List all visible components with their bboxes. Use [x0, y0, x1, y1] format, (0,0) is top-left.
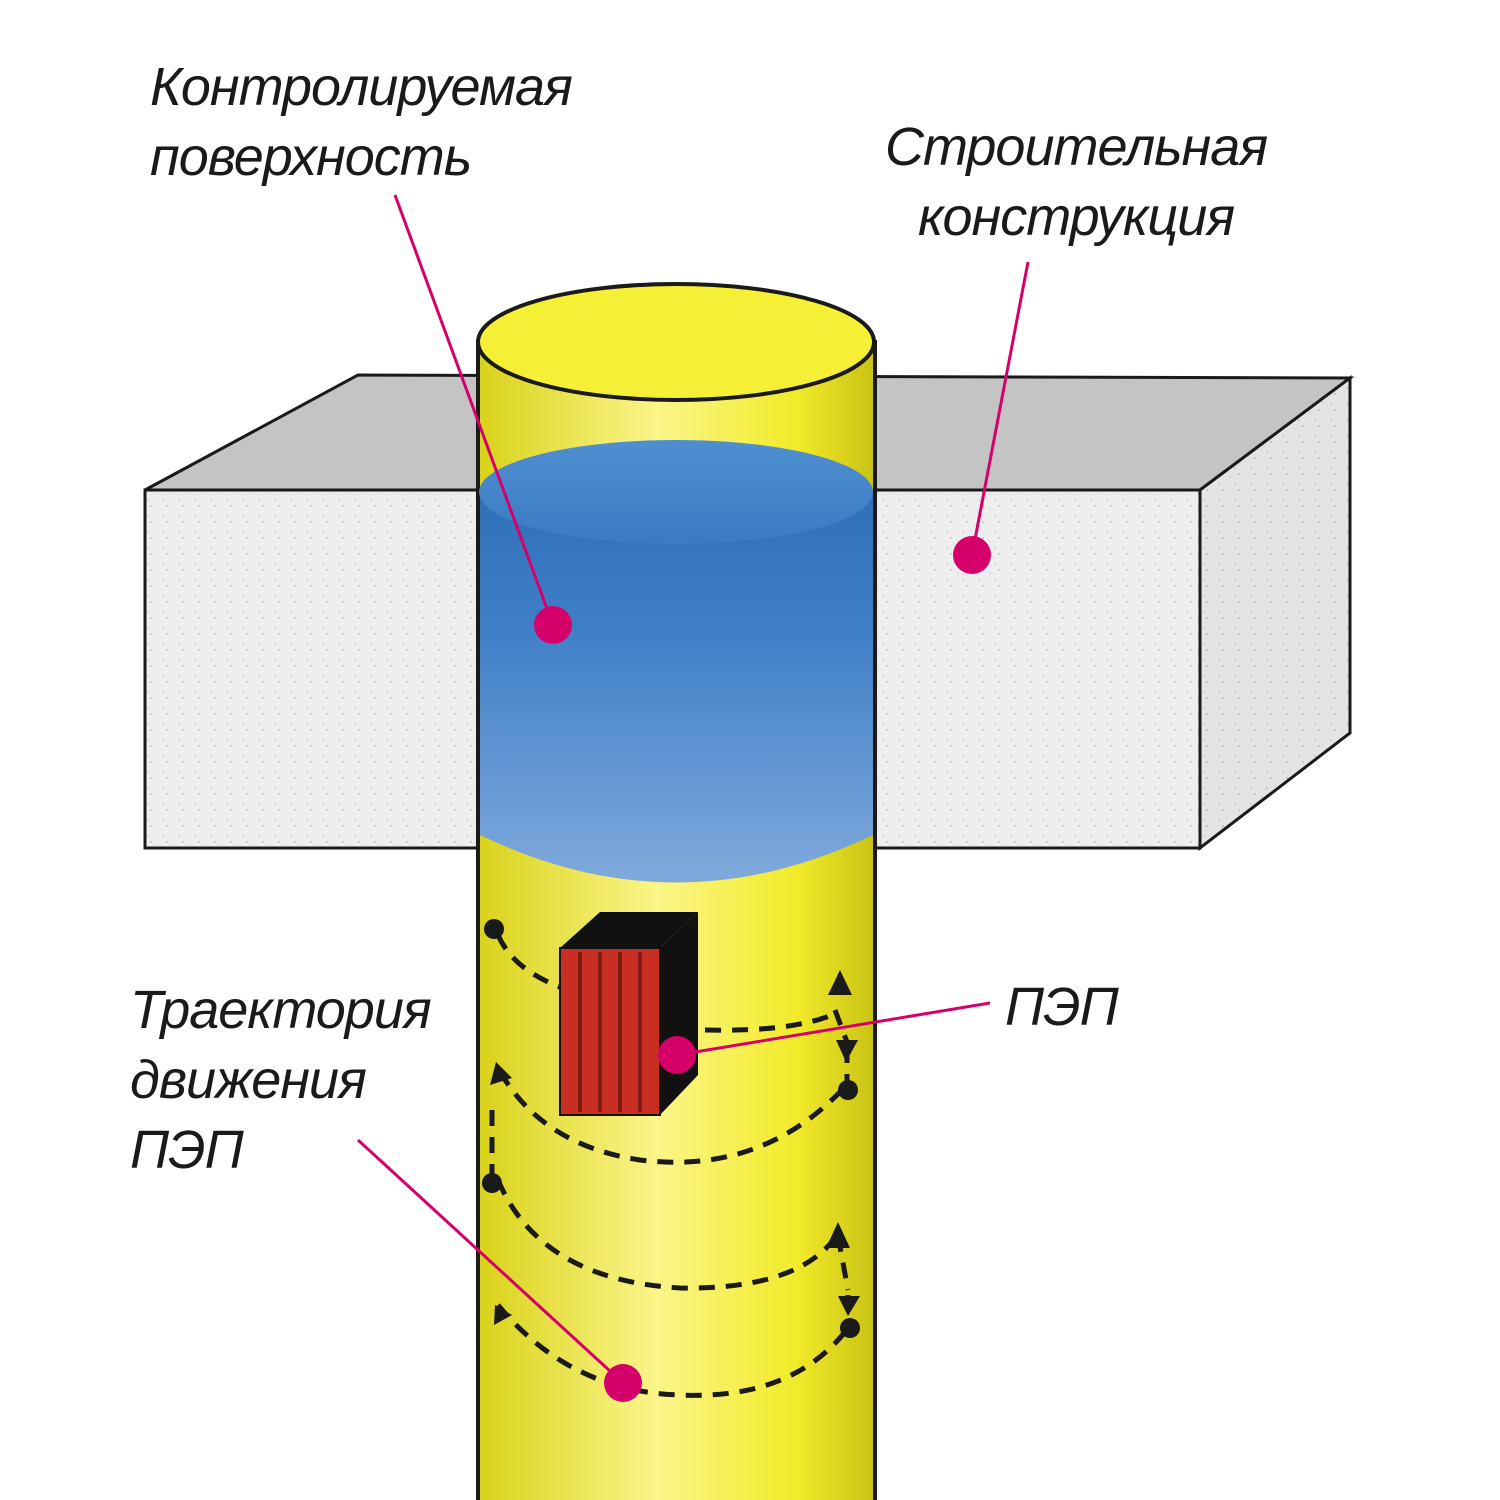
label-line: конструкция — [918, 187, 1235, 247]
label-line: движения — [130, 1050, 367, 1110]
probe-front — [559, 947, 661, 1116]
callout-lines — [356, 194, 1030, 1385]
turn-point — [484, 919, 504, 939]
arrow-head — [494, 1305, 512, 1325]
label-controlled-surface: Контролируемая поверхность — [150, 52, 573, 192]
arrow-head — [836, 1040, 858, 1062]
callout-line-structure — [970, 261, 1030, 556]
arrow-head — [826, 1222, 850, 1248]
callout-dots — [534, 536, 991, 1402]
pipe — [476, 282, 877, 1500]
arrow-head — [490, 1062, 512, 1085]
callout-line-trajectory — [356, 1138, 625, 1385]
turn-point — [838, 1080, 858, 1100]
trajectory-turn-points — [482, 919, 860, 1338]
ultrasonic-probe — [559, 912, 698, 1116]
label-line: Траектория — [130, 980, 432, 1040]
callout-line-probe — [676, 1001, 991, 1057]
label-line: Контролируемая — [150, 57, 573, 117]
label-line: Строительная — [885, 117, 1268, 177]
arrow-head — [828, 970, 852, 995]
label-line: поверхность — [150, 127, 472, 187]
label-building-structure: Строительная конструкция — [885, 112, 1268, 252]
callout-dot-structure — [953, 536, 991, 574]
trajectory-arrows — [490, 970, 860, 1325]
turn-point — [840, 1318, 860, 1338]
label-probe-trajectory: Траектория движения ПЭП — [130, 975, 432, 1185]
pipe-top-cap — [476, 282, 876, 402]
label-line: ПЭП — [130, 1120, 244, 1180]
callout-line-surface — [393, 194, 555, 626]
controlled-surface-top — [479, 440, 873, 544]
turn-point — [482, 1173, 502, 1193]
probe-top — [560, 912, 698, 948]
controlled-surface-band — [480, 490, 873, 883]
callout-dot-surface — [534, 606, 572, 644]
label-probe: ПЭП — [1005, 977, 1119, 1037]
arrow-head — [838, 1296, 860, 1316]
callout-dot-trajectory — [604, 1364, 642, 1402]
callout-dot-probe — [658, 1036, 696, 1074]
